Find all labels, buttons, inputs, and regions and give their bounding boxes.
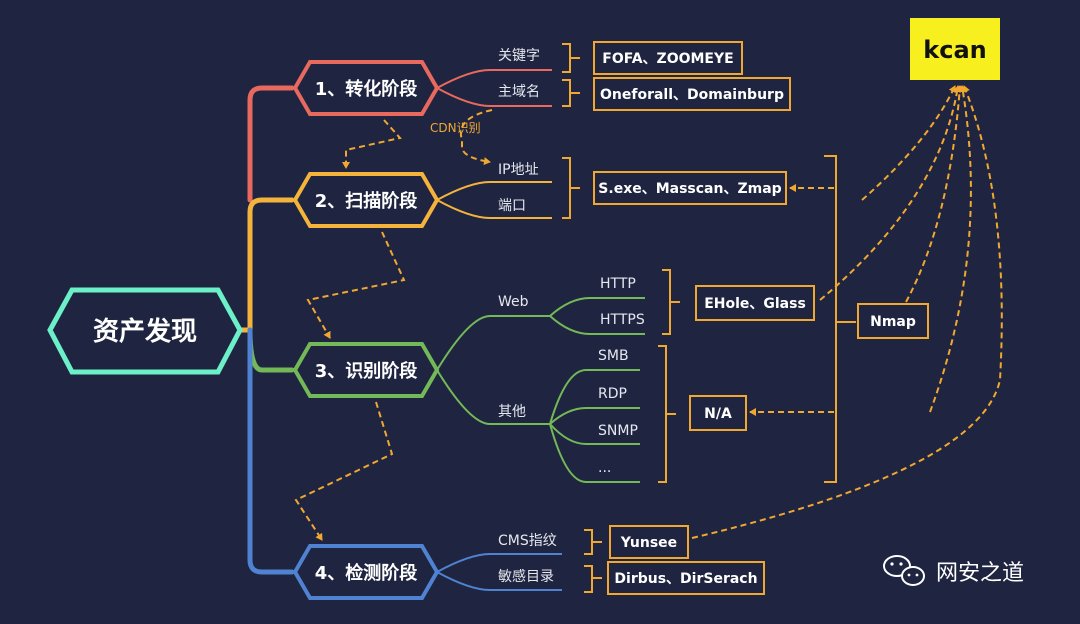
kcan-label: kcan [923,36,986,64]
leaf-port: 端口 [498,198,526,214]
root-label: 资产发现 [93,316,197,347]
leaf-web: Web [498,294,529,310]
leaf-cms: CMS指纹 [498,533,557,549]
leaf-sensitive-dir: 敏感目录 [498,568,554,585]
tool-box-dirbus: Dirbus、DirSerach [607,561,765,595]
leaf-https: HTTPS [600,312,645,328]
root-shape [47,287,243,375]
kcan-arrows [691,85,1003,539]
stage-2-branches [436,181,552,219]
tool-fofa-label: FOFA、ZOOMEYE [602,51,733,67]
stage-4-brackets [584,529,602,593]
tool-ehole-label: EHole、Glass [704,296,806,312]
wechat-icon [883,555,925,586]
leaf-rdp: RDP [598,386,627,402]
watermark: 网安之道 [883,555,1024,586]
stage-node-1: 1、转化阶段 [292,60,440,116]
tool-box-ehole: EHole、Glass [695,285,815,321]
tool-yunsee-label: Yunsee [620,535,677,551]
trunk-branch-stage2 [247,197,295,333]
tool-box-masscan: S.exe、Masscan、Zmap [593,171,787,205]
stage-1-label: 1、转化阶段 [315,78,419,100]
leaf-more: ... [598,460,611,476]
leaf-main-domain: 主域名 [498,84,540,100]
watermark-text: 网安之道 [936,561,1024,586]
stage-2-bracket [562,157,580,219]
stage-1-branches [436,69,552,107]
stage-flow-arrows [294,119,406,541]
stage-3-label: 3、识别阶段 [315,360,419,382]
stage-3-branches [436,297,645,483]
stage-2-label: 2、扫描阶段 [315,190,419,212]
cdn-arrow [459,109,493,166]
leaf-ip: IP地址 [498,162,539,178]
tool-box-na: N/A [689,395,747,431]
tool-oneforall-label: Oneforall、Domainburp [600,87,784,103]
tool-dirbus-label: Dirbus、DirSerach [614,571,757,587]
root-node: 资产发现 [47,287,243,375]
trunk-branch-stage4 [247,327,295,575]
stage-node-3: 3、识别阶段 [292,342,440,398]
stage-4-branches [436,553,562,591]
stage-node-2: 2、扫描阶段 [292,172,440,228]
leaf-http: HTTP [600,276,636,292]
stage-node-4: 4、检测阶段 [292,544,440,600]
trunk-branch-stage3 [247,327,295,373]
leaf-keyword: 关键字 [498,48,540,64]
tool-na-label: N/A [704,406,732,422]
tool-masscan-label: S.exe、Masscan、Zmap [598,181,781,197]
tool-box-nmap: Nmap [857,303,929,339]
leaf-snmp: SNMP [598,423,638,439]
tool-box-fofa: FOFA、ZOOMEYE [593,41,743,75]
stage-3-other-bracket [658,345,676,483]
tool-box-yunsee: Yunsee [609,525,689,559]
tool-nmap-label: Nmap [870,314,916,330]
trunk-branch-stage1 [247,85,295,203]
trunk-connectors [235,85,295,575]
cdn-note: CDN识别 [430,121,481,135]
stage-4-label: 4、检测阶段 [315,562,419,584]
stage-3-web-bracket [662,269,680,335]
leaf-other: 其他 [498,404,526,420]
stage-1-brackets [562,43,580,107]
leaf-smb: SMB [598,348,629,364]
kcan-box: kcan [910,18,1000,80]
tool-box-oneforall: Oneforall、Domainburp [593,77,791,111]
nmap-bracket [824,155,856,483]
